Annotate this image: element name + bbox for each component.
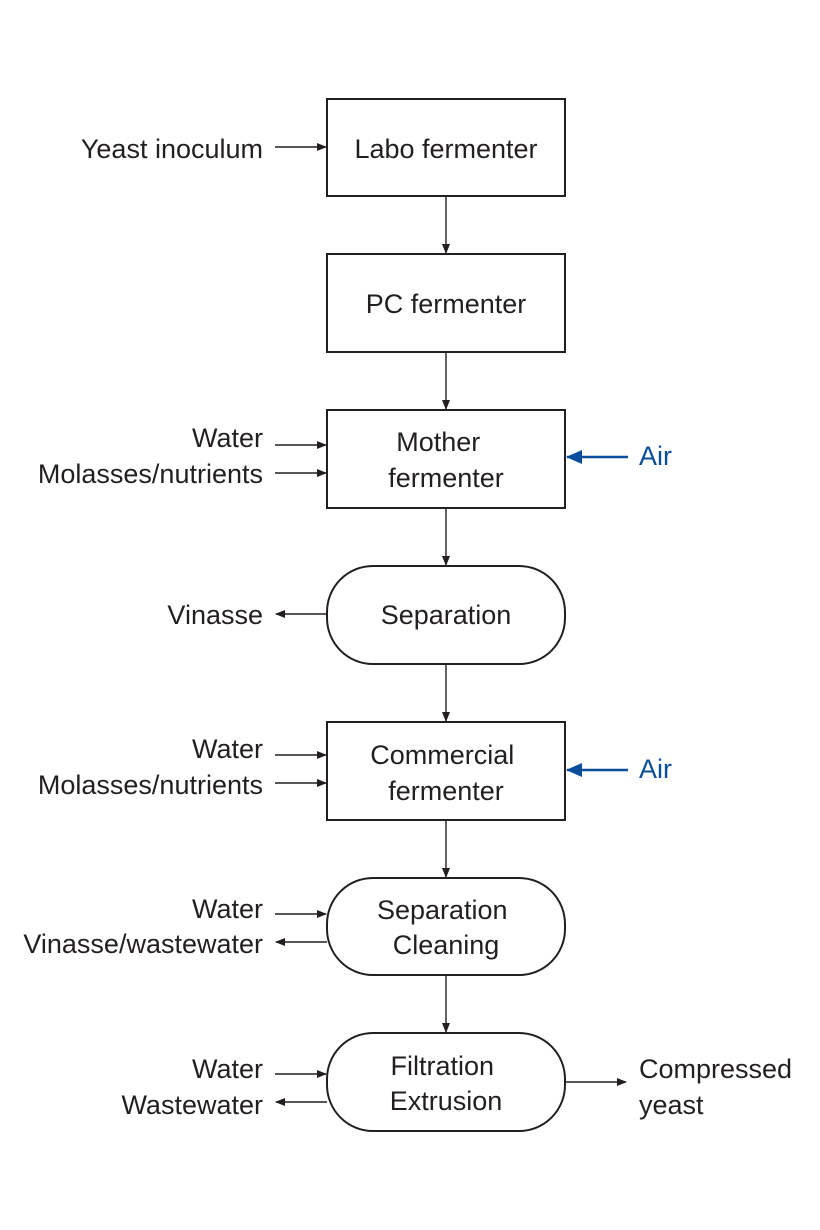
input-label-air: Air — [639, 754, 672, 784]
input-label-water: Water — [192, 894, 263, 924]
node-commercial-fermenter: Commercial fermenter — [326, 721, 566, 821]
node-label: Labo fermenter — [354, 134, 537, 164]
node-label-line1: Filtration — [390, 1051, 494, 1081]
input-label-water: Water — [192, 423, 263, 453]
node-label-line2: fermenter — [388, 463, 504, 493]
svg-text:Separation Cleaning: Separation Cleaning — [377, 895, 515, 960]
node-filtration-extrusion: Filtration Extrusion — [326, 1032, 566, 1132]
input-label-air: Air — [639, 441, 672, 471]
svg-text:Commercial fermenter: Commercial fermenter — [370, 740, 522, 806]
svg-text:Labo fermenter: Labo fermenter — [354, 134, 537, 164]
output-label-line1: Compressed — [639, 1054, 792, 1084]
svg-text:PC fermenter: PC fermenter — [366, 289, 527, 319]
node-label-line2: fermenter — [388, 776, 504, 806]
node-separation-cleaning: Separation Cleaning — [326, 877, 566, 976]
node-label-line2: Extrusion — [390, 1086, 503, 1116]
svg-text:Separation: Separation — [381, 600, 512, 630]
output-label-vinasse-wastewater: Vinasse/wastewater — [23, 929, 263, 959]
output-label-vinasse: Vinasse — [167, 600, 263, 630]
node-label: PC fermenter — [366, 289, 527, 319]
input-label-water: Water — [192, 734, 263, 764]
node-label-line1: Separation — [377, 895, 508, 925]
input-label-water: Water — [192, 1054, 263, 1084]
node-label-line1: Mother — [396, 427, 480, 457]
svg-text:Filtration Extrusion: Filtration Extrusion — [390, 1051, 503, 1116]
input-label-yeast-inoculum: Yeast inoculum — [81, 134, 263, 164]
input-label-molasses-nutrients: Molasses/nutrients — [38, 770, 263, 800]
node-pc-fermenter: PC fermenter — [326, 253, 566, 353]
node-label-line1: Commercial — [370, 740, 514, 770]
node-labo-fermenter: Labo fermenter — [326, 98, 566, 197]
output-label-compressed-yeast: Compressed yeast — [639, 1054, 800, 1120]
input-label-molasses-nutrients: Molasses/nutrients — [38, 459, 263, 489]
svg-text:Mother fermenter: Mother fermenter — [388, 427, 504, 493]
node-mother-fermenter: Mother fermenter — [326, 409, 566, 509]
node-label-line2: Cleaning — [393, 930, 500, 960]
output-label-wastewater: Wastewater — [121, 1090, 263, 1120]
node-separation: Separation — [326, 565, 566, 665]
node-label: Separation — [381, 600, 512, 630]
output-label-line2: yeast — [639, 1090, 704, 1120]
